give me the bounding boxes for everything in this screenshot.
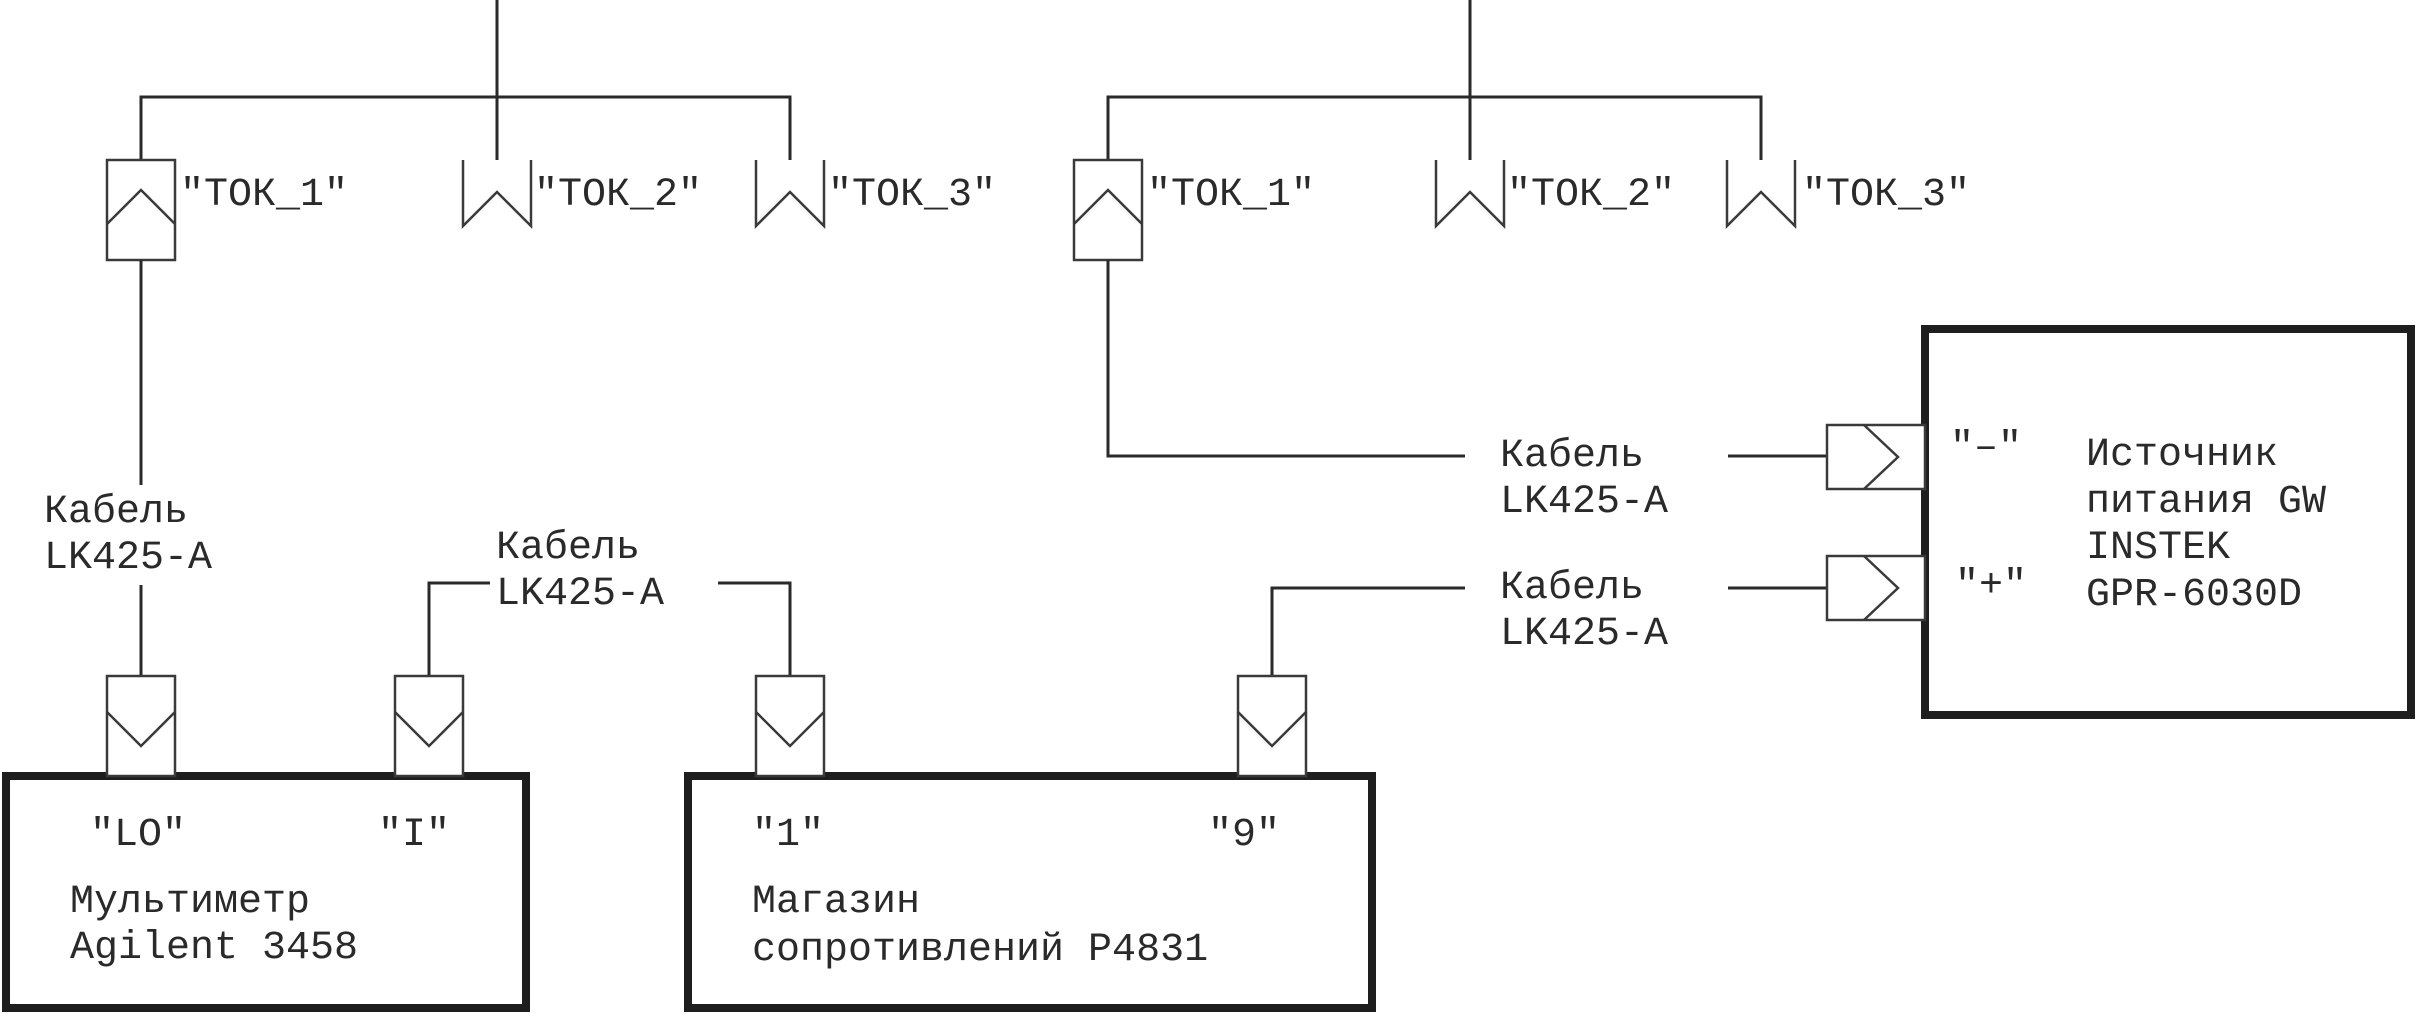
left-cable-label-line2: LK425-A (44, 536, 212, 581)
power-supply-name-line1: Источник (2086, 433, 2278, 478)
left-connector-group: "ТОК_1" "ТОК_2" "ТОК_3" Кабель LK425-A (40, 0, 996, 676)
left-tok1-label: "ТОК_1" (180, 173, 348, 218)
multimeter-box (2, 772, 530, 1012)
right-bus-wire (1106, 95, 1763, 160)
psu-plus-cable-group (1270, 586, 1827, 676)
multimeter-lo-label: "LO" (90, 813, 186, 858)
power-supply-name-line2: питания GW (2086, 480, 2326, 525)
multimeter-block: "LO" "I" Мультиметр Agilent 3458 (2, 674, 530, 1012)
multimeter-i-connector (393, 674, 465, 778)
resistance-box-block: "1" "9" Магазин сопротивлений Р4831 (684, 674, 1376, 1012)
resistance-box-1-connector (754, 674, 826, 778)
power-supply-name-line3: INSTEK (2086, 526, 2230, 571)
power-supply-block: "–" "+" Источник питания GW INSTEK GPR-6… (1825, 325, 2415, 719)
power-supply-minus-connector (1825, 423, 1927, 491)
mid-cable-label-line2: LK425-A (496, 572, 664, 617)
rbox9-to-psu-plus-wire (1270, 586, 1465, 676)
psu-cable2-label-line2: LK425-A (1500, 612, 1668, 657)
psu-cable1-label-line2: LK425-A (1500, 480, 1668, 525)
left-tok2-connector (461, 160, 533, 230)
left-tok1-connector (105, 158, 177, 262)
multimeter-name-line1: Мультиметр (70, 880, 310, 925)
left-cable-label-bg (40, 485, 270, 585)
power-supply-plus-connector (1825, 554, 1927, 622)
psu-cable2-label-line1: Кабель (1500, 566, 1644, 611)
right-tok1-connector (1072, 158, 1144, 262)
resistance-box (684, 772, 1376, 1012)
resistance-box-9-connector (1236, 674, 1308, 778)
power-supply-box (1921, 325, 2415, 719)
right-tok2-label: "ТОК_2" (1507, 173, 1675, 218)
mid-cable-label-line1: Кабель (496, 526, 640, 571)
right-tok2-connector (1434, 160, 1506, 230)
mid-cable-group: Кабель LK425-A (427, 526, 792, 676)
mid-cable-wire-left (427, 581, 490, 676)
power-supply-plus-label: "+" (1955, 564, 2027, 609)
left-tok3-connector (754, 160, 826, 230)
multimeter-i-label: "I" (378, 813, 450, 858)
left-tok2-label: "ТОК_2" (534, 173, 702, 218)
multimeter-name-line2: Agilent 3458 (70, 926, 358, 971)
left-cable-label-line1: Кабель (44, 490, 188, 535)
psu-cable1-label-line1: Кабель (1500, 434, 1644, 479)
power-supply-minus-label: "–" (1950, 426, 2022, 471)
left-tok3-label: "ТОК_3" (828, 173, 996, 218)
multimeter-lo-connector (105, 674, 177, 778)
right-tok3-label: "ТОК_3" (1802, 173, 1970, 218)
right-tok3-connector (1725, 160, 1797, 230)
power-supply-name-line4: GPR-6030D (2086, 573, 2302, 618)
resistance-box-1-label: "1" (752, 813, 824, 858)
resistance-box-name-line2: сопротивлений Р4831 (752, 928, 1208, 973)
right-tok1-to-psu-minus-wire (1106, 260, 1465, 458)
left-bus-wire (139, 95, 792, 160)
right-tok1-label: "ТОК_1" (1147, 173, 1315, 218)
mid-cable-wire-right (718, 581, 792, 676)
right-connector-group: "ТОК_1" "ТОК_2" "ТОК_3" (1072, 0, 1970, 458)
resistance-box-9-label: "9" (1208, 813, 1280, 858)
resistance-box-name-line1: Магазин (752, 880, 920, 925)
